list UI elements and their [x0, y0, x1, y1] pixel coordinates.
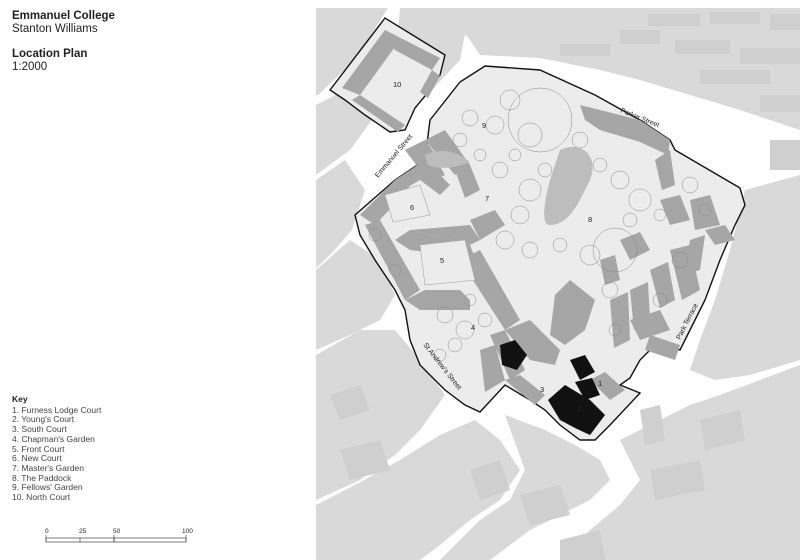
key-item: 5. Front Court: [12, 443, 65, 454]
area-number-1: 1: [598, 379, 602, 388]
scale-tick-label: 0: [45, 528, 49, 535]
scale-tick-label: 25: [79, 528, 87, 535]
plan-name: Location Plan: [12, 48, 88, 60]
plan-scale: 1:2000: [12, 61, 48, 73]
architect-name: Stanton Williams: [12, 23, 98, 35]
key-item: 4. Chapman's Garden: [12, 433, 95, 444]
scale-tick-label: 50: [113, 528, 121, 535]
garden-feature: [425, 150, 470, 168]
paddock-feature: [544, 146, 593, 225]
legend-panel: Emmanuel College Stanton Williams Locati…: [0, 0, 316, 560]
key-item: 8. The Paddock: [12, 472, 72, 483]
area-number-5: 5: [440, 256, 444, 265]
north-court-buildings: [342, 30, 440, 132]
key-item: 2. Young's Court: [12, 414, 75, 425]
area-number-8: 8: [588, 215, 592, 224]
new-buildings: [500, 340, 605, 435]
key-item: 1. Furness Lodge Court: [12, 404, 102, 415]
map-key: Key 1. Furness Lodge Court 2. Young's Co…: [12, 394, 102, 503]
scale-segment: [113, 537, 187, 543]
trees: [368, 87, 712, 362]
area-number-2: 2: [577, 404, 581, 413]
area-number-4: 4: [471, 323, 475, 332]
key-heading: Key: [12, 394, 28, 404]
courts: [384, 184, 476, 286]
scale-bar: 0 25 50 100: [45, 528, 193, 543]
key-item: 10. North Court: [12, 492, 71, 503]
title-block: Emmanuel College Stanton Williams Locati…: [12, 10, 115, 74]
area-number-3: 3: [540, 385, 544, 394]
area-number-9: 9: [482, 121, 486, 130]
project-title: Emmanuel College: [12, 10, 115, 22]
area-number-7: 7: [485, 194, 489, 203]
city-blocks: [316, 8, 800, 560]
key-item: 3. South Court: [12, 424, 67, 435]
location-plan-map: Emmanuel Street Parker Street Park Terra…: [316, 8, 800, 560]
key-item: 6. New Court: [12, 453, 62, 464]
area-number-6: 6: [410, 203, 414, 212]
key-item: 9. Fellows' Garden: [12, 482, 83, 493]
surrounding-buildings: [330, 12, 800, 560]
key-item: 7. Master's Garden: [12, 462, 85, 473]
scale-tick-label: 100: [182, 528, 193, 535]
area-number-10: 10: [393, 80, 401, 89]
